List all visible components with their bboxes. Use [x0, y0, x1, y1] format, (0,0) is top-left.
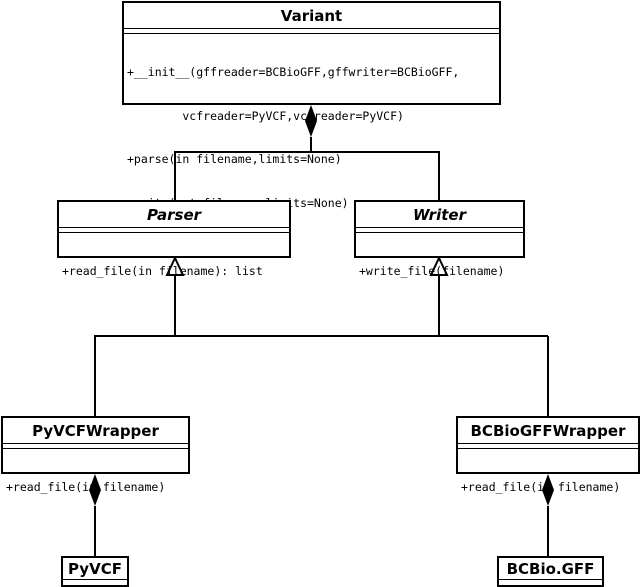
composition-diamond-variant: [305, 105, 317, 137]
composition-diamond-pyvcfwrapper: [89, 474, 101, 506]
class-parser-attributes: [59, 228, 289, 233]
operation-read-file: +read_file(in filename): [6, 480, 166, 494]
composition-line-variant-writer: [311, 151, 440, 200]
class-pyvcf-attributes: [63, 580, 127, 586]
class-pyvcf: PyVCF: [61, 556, 129, 587]
class-writer-name: Writer: [356, 202, 523, 228]
class-bcbiogff: BCBio.GFF: [497, 556, 604, 587]
class-variant-attributes: [124, 29, 499, 34]
operation-read-file: +read_file(in filename): [461, 480, 621, 494]
class-parser-name: Parser: [59, 202, 289, 228]
operation-read-file: +read_file(in filename): list: [62, 264, 263, 278]
class-pyvcfwrapper-operations: +read_file(in filename): [3, 449, 188, 524]
composition-line-variant-parser: [174, 137, 312, 200]
class-variant-operations: +__init__(gffreader=BCBioGFF,gffwriter=B…: [124, 34, 499, 239]
class-parser: Parser +read_file(in filename): list: [57, 200, 291, 278]
operation-init: +__init__(gffreader=BCBioGFF,gffwriter=B…: [127, 65, 460, 79]
operation-init-continued: vcfreader=PyVCF,vcfreader=PyVCF): [127, 108, 404, 123]
class-bcbiogffwrapper-operations: +read_file(in filename): [458, 449, 638, 524]
composition-diamond-bcbiogffwrapper: [542, 474, 554, 506]
generalization-line-parser: [94, 275, 176, 416]
class-pyvcf-name: PyVCF: [63, 558, 127, 580]
class-bcbiogff-attributes: [499, 580, 602, 586]
class-writer: Writer +write_file(filename): [354, 200, 525, 278]
class-pyvcfwrapper-name: PyVCFWrapper: [3, 418, 188, 444]
class-bcbiogffwrapper: BCBioGFFWrapper +read_file(in filename): [456, 416, 640, 494]
class-pyvcfwrapper: PyVCFWrapper +read_file(in filename): [1, 416, 190, 494]
class-writer-attributes: [356, 228, 523, 233]
class-writer-operations: +write_file(filename): [356, 233, 523, 308]
operation-parse: +parse(in filename,limits=None): [127, 152, 342, 166]
class-bcbiogffwrapper-name: BCBioGFFWrapper: [458, 418, 638, 444]
class-pyvcfwrapper-attributes: [3, 444, 188, 449]
operation-write-file: +write_file(filename): [359, 264, 505, 278]
class-variant: Variant +__init__(gffreader=BCBioGFF,gff…: [122, 1, 501, 210]
class-parser-operations: +read_file(in filename): list: [59, 233, 289, 308]
class-bcbiogff-name: BCBio.GFF: [499, 558, 602, 580]
class-variant-name: Variant: [124, 3, 499, 29]
class-bcbiogffwrapper-attributes: [458, 444, 638, 449]
